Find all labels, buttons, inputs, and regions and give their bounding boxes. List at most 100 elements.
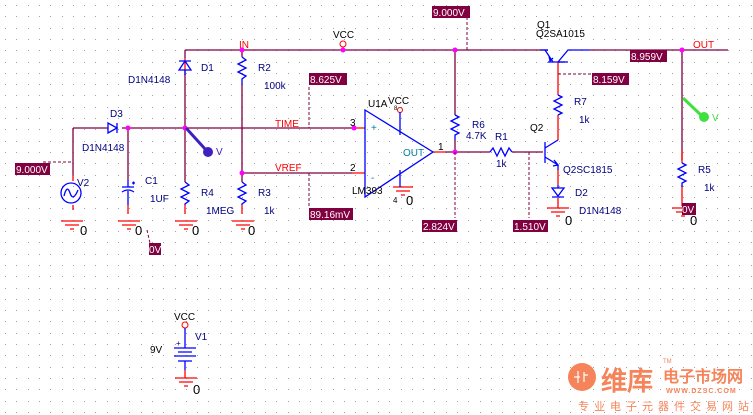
svg-text:V1: V1 xyxy=(195,332,208,343)
svg-text:V: V xyxy=(216,147,223,158)
junctions xyxy=(125,47,685,176)
svg-text:0V: 0V xyxy=(149,245,162,256)
resistor-r6[interactable]: R6 4.7K xyxy=(449,114,487,142)
svg-text:OUT: OUT xyxy=(403,148,424,159)
svg-text:D2: D2 xyxy=(575,188,588,199)
svg-text:8: 8 xyxy=(394,106,398,112)
svg-text:R1: R1 xyxy=(495,132,508,143)
ground-icon: 0 xyxy=(393,186,413,208)
svg-text:1k: 1k xyxy=(579,115,591,126)
diode-d1[interactable]: D1 D1N4148 xyxy=(128,59,214,86)
svg-text:+: + xyxy=(176,339,181,348)
svg-text:U1A: U1A xyxy=(368,99,388,110)
svg-text:R2: R2 xyxy=(258,63,271,74)
voltage-marker: 9.000V xyxy=(15,163,50,176)
source-v1[interactable]: VCC V1 9V + xyxy=(150,312,208,378)
svg-text:8.625V: 8.625V xyxy=(310,75,342,86)
svg-text:2: 2 xyxy=(350,163,356,174)
voltage-probe-time[interactable]: V xyxy=(184,126,223,158)
svg-text:R3: R3 xyxy=(258,188,271,199)
svg-text:0: 0 xyxy=(192,223,199,238)
svg-text:2.824V: 2.824V xyxy=(423,222,455,233)
resistor-r4[interactable]: R4 1MEG xyxy=(179,181,235,217)
diode-d2[interactable]: D2 D1N4148 xyxy=(550,185,622,217)
svg-text:专业电子元器件交易网站: 专业电子元器件交易网站 xyxy=(578,399,753,413)
svg-text:R7: R7 xyxy=(574,97,587,108)
voltage-marker: 1.510V xyxy=(513,220,548,233)
source-v2[interactable]: V2 xyxy=(60,178,90,204)
voltage-marker: 8.159V xyxy=(592,73,629,86)
svg-text:电子市场网: 电子市场网 xyxy=(663,367,743,386)
resistor-r5[interactable]: R5 1k xyxy=(676,162,716,194)
voltage-marker: 89.16mV xyxy=(309,208,353,221)
svg-text:1k: 1k xyxy=(496,159,508,170)
svg-text:VCC: VCC xyxy=(174,312,195,323)
ground-icon: 0 xyxy=(118,220,142,238)
svg-text:4.7K: 4.7K xyxy=(466,131,487,142)
svg-text:4: 4 xyxy=(393,196,398,205)
svg-text:1k: 1k xyxy=(704,183,716,194)
ground-icon: 0 xyxy=(547,207,572,228)
svg-text:0: 0 xyxy=(193,382,200,397)
svg-text:8.159V: 8.159V xyxy=(593,75,625,86)
resistor-r3[interactable]: R3 1k xyxy=(236,181,276,217)
svg-text:3: 3 xyxy=(350,118,356,129)
svg-text:1MEG: 1MEG xyxy=(206,206,235,217)
diode-d3[interactable]: D3 D1N4148 xyxy=(82,109,125,154)
svg-text:TM: TM xyxy=(663,359,672,365)
svg-text:1: 1 xyxy=(438,142,444,153)
svg-text:V: V xyxy=(712,113,719,124)
svg-text:0: 0 xyxy=(690,213,697,228)
opamp-u1a[interactable]: 3 2 1 + - OUT U1A LM393 VCC 8 4 xyxy=(350,96,444,205)
svg-text:OUT: OUT xyxy=(693,40,714,51)
voltage-marker: 8.625V xyxy=(309,73,347,86)
svg-text:WWW.DZSC.COM: WWW.DZSC.COM xyxy=(666,388,737,395)
voltage-marker: 8.959V xyxy=(630,50,667,63)
svg-text:R6: R6 xyxy=(472,120,485,131)
svg-text:TIME: TIME xyxy=(275,119,299,130)
svg-text:维库: 维库 xyxy=(601,366,653,396)
transistor-q2[interactable]: Q2 Q2SC1815 xyxy=(530,123,613,176)
svg-text:0: 0 xyxy=(135,223,142,238)
svg-text:D1N4148: D1N4148 xyxy=(82,143,125,154)
svg-text:C1: C1 xyxy=(145,176,158,187)
net-labels: IN VCC TIME VREF OUT xyxy=(239,30,714,174)
resistor-r1[interactable]: R1 1k xyxy=(489,132,513,170)
svg-text:1k: 1k xyxy=(264,206,276,217)
voltage-marker: 0V xyxy=(149,243,162,256)
svg-text:VCC: VCC xyxy=(388,96,409,107)
resistor-r7[interactable]: R7 1k xyxy=(552,94,591,126)
grid xyxy=(5,5,752,413)
svg-text:8.959V: 8.959V xyxy=(631,52,663,63)
svg-text:D1N4148: D1N4148 xyxy=(128,75,171,86)
svg-text:D1: D1 xyxy=(201,63,214,74)
voltage-marker: 2.824V xyxy=(422,220,457,233)
resistor-r2[interactable]: R2 100k xyxy=(236,56,287,92)
ground-icon: 0 xyxy=(175,377,200,397)
voltage-markers: 9.000V 8.625V 89.16mV 9.000V 0V 8.959V 8… xyxy=(15,6,696,256)
svg-text:VCC: VCC xyxy=(333,30,354,41)
svg-text:89.16mV: 89.16mV xyxy=(310,210,350,221)
voltage-probe-out[interactable]: V xyxy=(681,96,719,124)
svg-text:R5: R5 xyxy=(698,165,711,176)
svg-text:+: + xyxy=(371,123,377,134)
svg-text:Q2: Q2 xyxy=(530,123,544,134)
svg-text:0V: 0V xyxy=(682,205,695,216)
svg-text:Q1: Q1 xyxy=(537,20,551,31)
ground-icon: 0 xyxy=(61,220,87,238)
svg-text:-: - xyxy=(371,173,374,184)
capacitor-c1[interactable]: C1 1UF xyxy=(121,176,169,205)
ground-icon: 0 xyxy=(175,220,199,238)
svg-text:Q2SC1815: Q2SC1815 xyxy=(563,165,613,176)
voltage-marker: 9.000V xyxy=(432,6,470,19)
svg-text:IN: IN xyxy=(239,40,249,51)
watermark-logo: 维库 TM 电子市场网 WWW.DZSC.COM 专业电子元器件交易网站 xyxy=(568,359,753,413)
svg-text:0: 0 xyxy=(565,213,572,228)
svg-text:0: 0 xyxy=(248,223,255,238)
transistor-q1[interactable]: Q1 Q2SA1015 xyxy=(536,20,590,63)
wires xyxy=(72,49,728,214)
svg-text:9.000V: 9.000V xyxy=(433,8,465,19)
svg-text:VREF: VREF xyxy=(275,163,302,174)
svg-text:R4: R4 xyxy=(201,188,214,199)
